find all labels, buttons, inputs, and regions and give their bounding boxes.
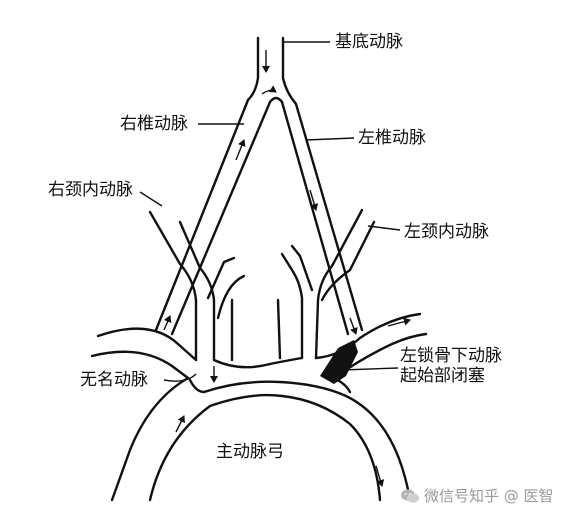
wechat-icon <box>401 489 419 503</box>
right-vertebral-artery <box>154 96 284 336</box>
watermark-text: 微信号知乎 @ 医智 <box>424 487 554 505</box>
label-aortic-arch: 主动脉弓 <box>216 442 284 462</box>
left-vertebral-artery <box>280 100 364 336</box>
right-carotid-artery <box>148 210 246 362</box>
label-left-vertebral-artery: 左椎动脉 <box>358 128 426 148</box>
central-branch <box>230 298 282 362</box>
flow-arrows <box>163 50 411 487</box>
label-innominate-artery: 无名动脉 <box>80 370 148 390</box>
occlusion-mark <box>320 340 358 384</box>
watermark: 微信号知乎 @ 医智 <box>400 486 554 508</box>
left-carotid-artery <box>280 208 376 360</box>
label-left-subclavian-artery: 左锁骨下动脉 <box>400 346 502 366</box>
basilar-artery <box>246 36 298 106</box>
label-origin-occlusion: 起始部闭塞 <box>400 366 485 386</box>
leader-lines <box>139 41 401 382</box>
label-left-carotid-artery: 左颈内动脉 <box>404 222 489 242</box>
label-basilar-artery: 基底动脉 <box>335 32 403 52</box>
label-right-vertebral-artery: 右椎动脉 <box>120 114 188 134</box>
aortic-arch <box>110 376 412 502</box>
label-right-carotid-artery: 右颈内动脉 <box>48 180 133 200</box>
